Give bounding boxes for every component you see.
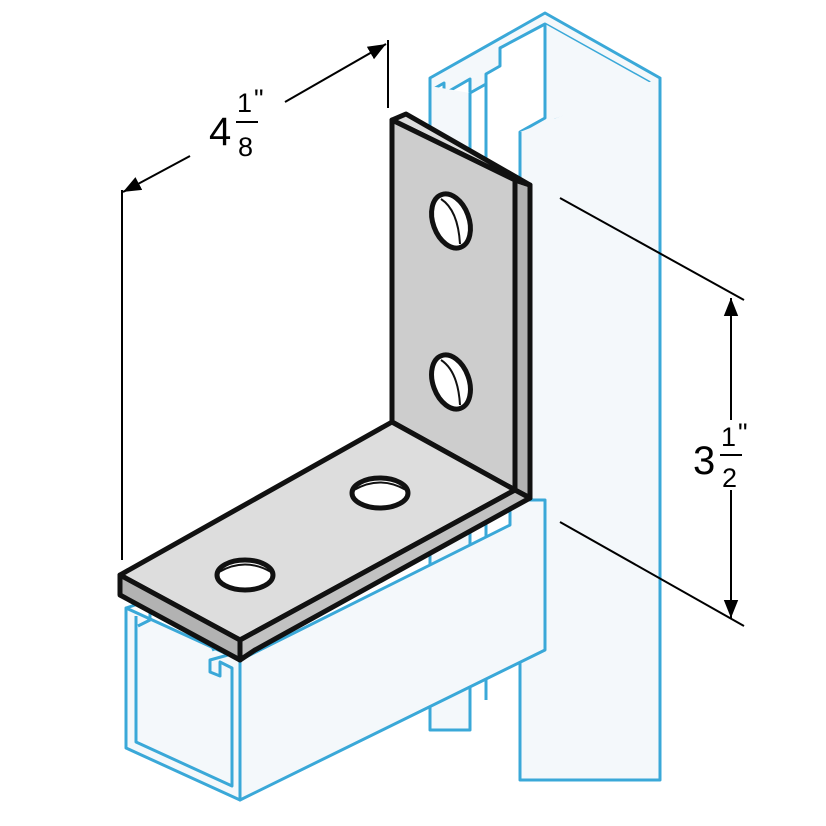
width-dimension-line-right	[284, 43, 387, 103]
vertical-channel-front-face	[518, 78, 662, 782]
width-numerator: 1	[237, 88, 252, 118]
width-denominator: 8	[238, 132, 253, 162]
width-dimension-line-left	[122, 155, 191, 193]
height-whole: 3	[693, 439, 715, 483]
height-inch-mark: "	[738, 418, 748, 448]
width-dimension	[121, 40, 389, 560]
bracket-hole-upper	[429, 191, 473, 251]
height-numerator: 1	[721, 422, 736, 452]
height-denominator: 2	[722, 463, 737, 493]
height-dimension	[559, 197, 745, 627]
height-dimension-label: 3 1 " 2	[693, 418, 748, 493]
width-dimension-label: 4 1 " 8	[209, 84, 264, 162]
height-extension-top	[559, 197, 745, 301]
width-whole: 4	[209, 110, 231, 154]
width-inch-mark: "	[254, 84, 264, 114]
horizontal-channel-end-inner	[134, 616, 234, 788]
height-extension-bottom	[559, 521, 745, 627]
bracket-hole-lower	[429, 352, 473, 412]
bracket-horizontal-side-edge	[237, 487, 533, 663]
horizontal-channel	[124, 498, 547, 802]
